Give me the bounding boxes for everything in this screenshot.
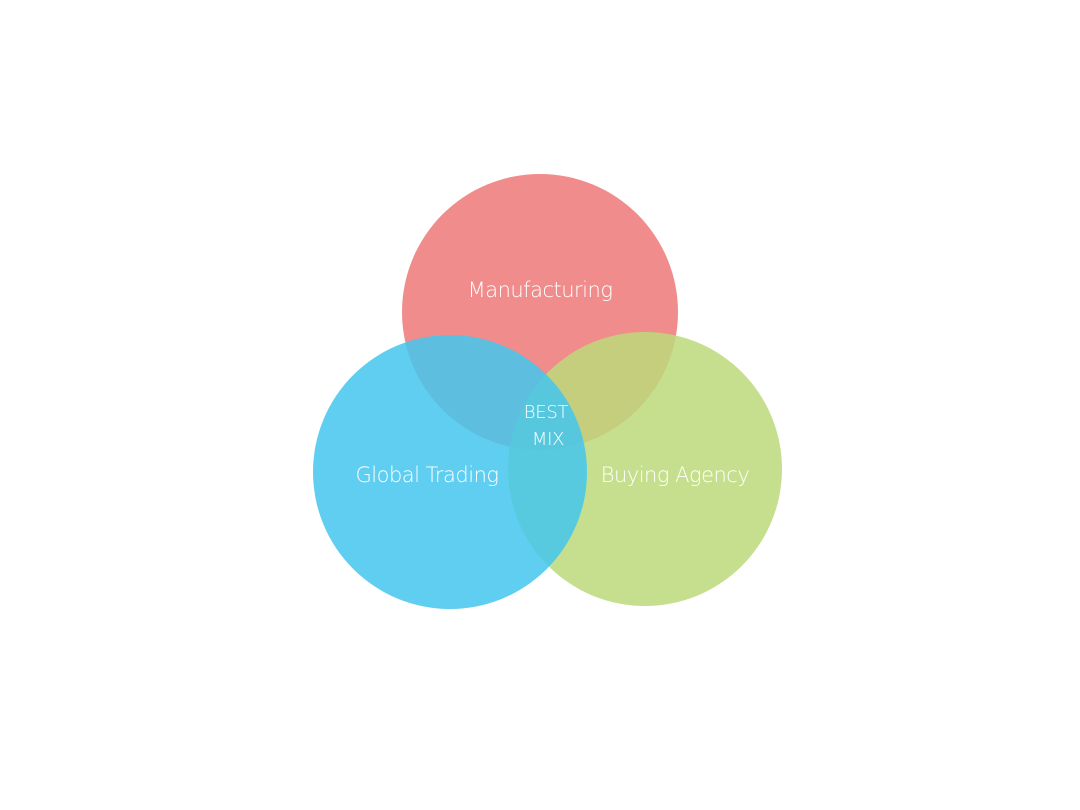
- global-trading-circle: [313, 335, 587, 609]
- center-label-line1: BEST: [524, 402, 569, 423]
- manufacturing-label: Manufacturing: [468, 278, 613, 302]
- buying-agency-label: Buying Agency: [601, 463, 750, 487]
- center-label-line2: MIX: [532, 429, 564, 450]
- buying-agency-circle: [508, 332, 782, 606]
- global-trading-label: Global Trading: [356, 463, 499, 487]
- circle-group: [313, 174, 782, 609]
